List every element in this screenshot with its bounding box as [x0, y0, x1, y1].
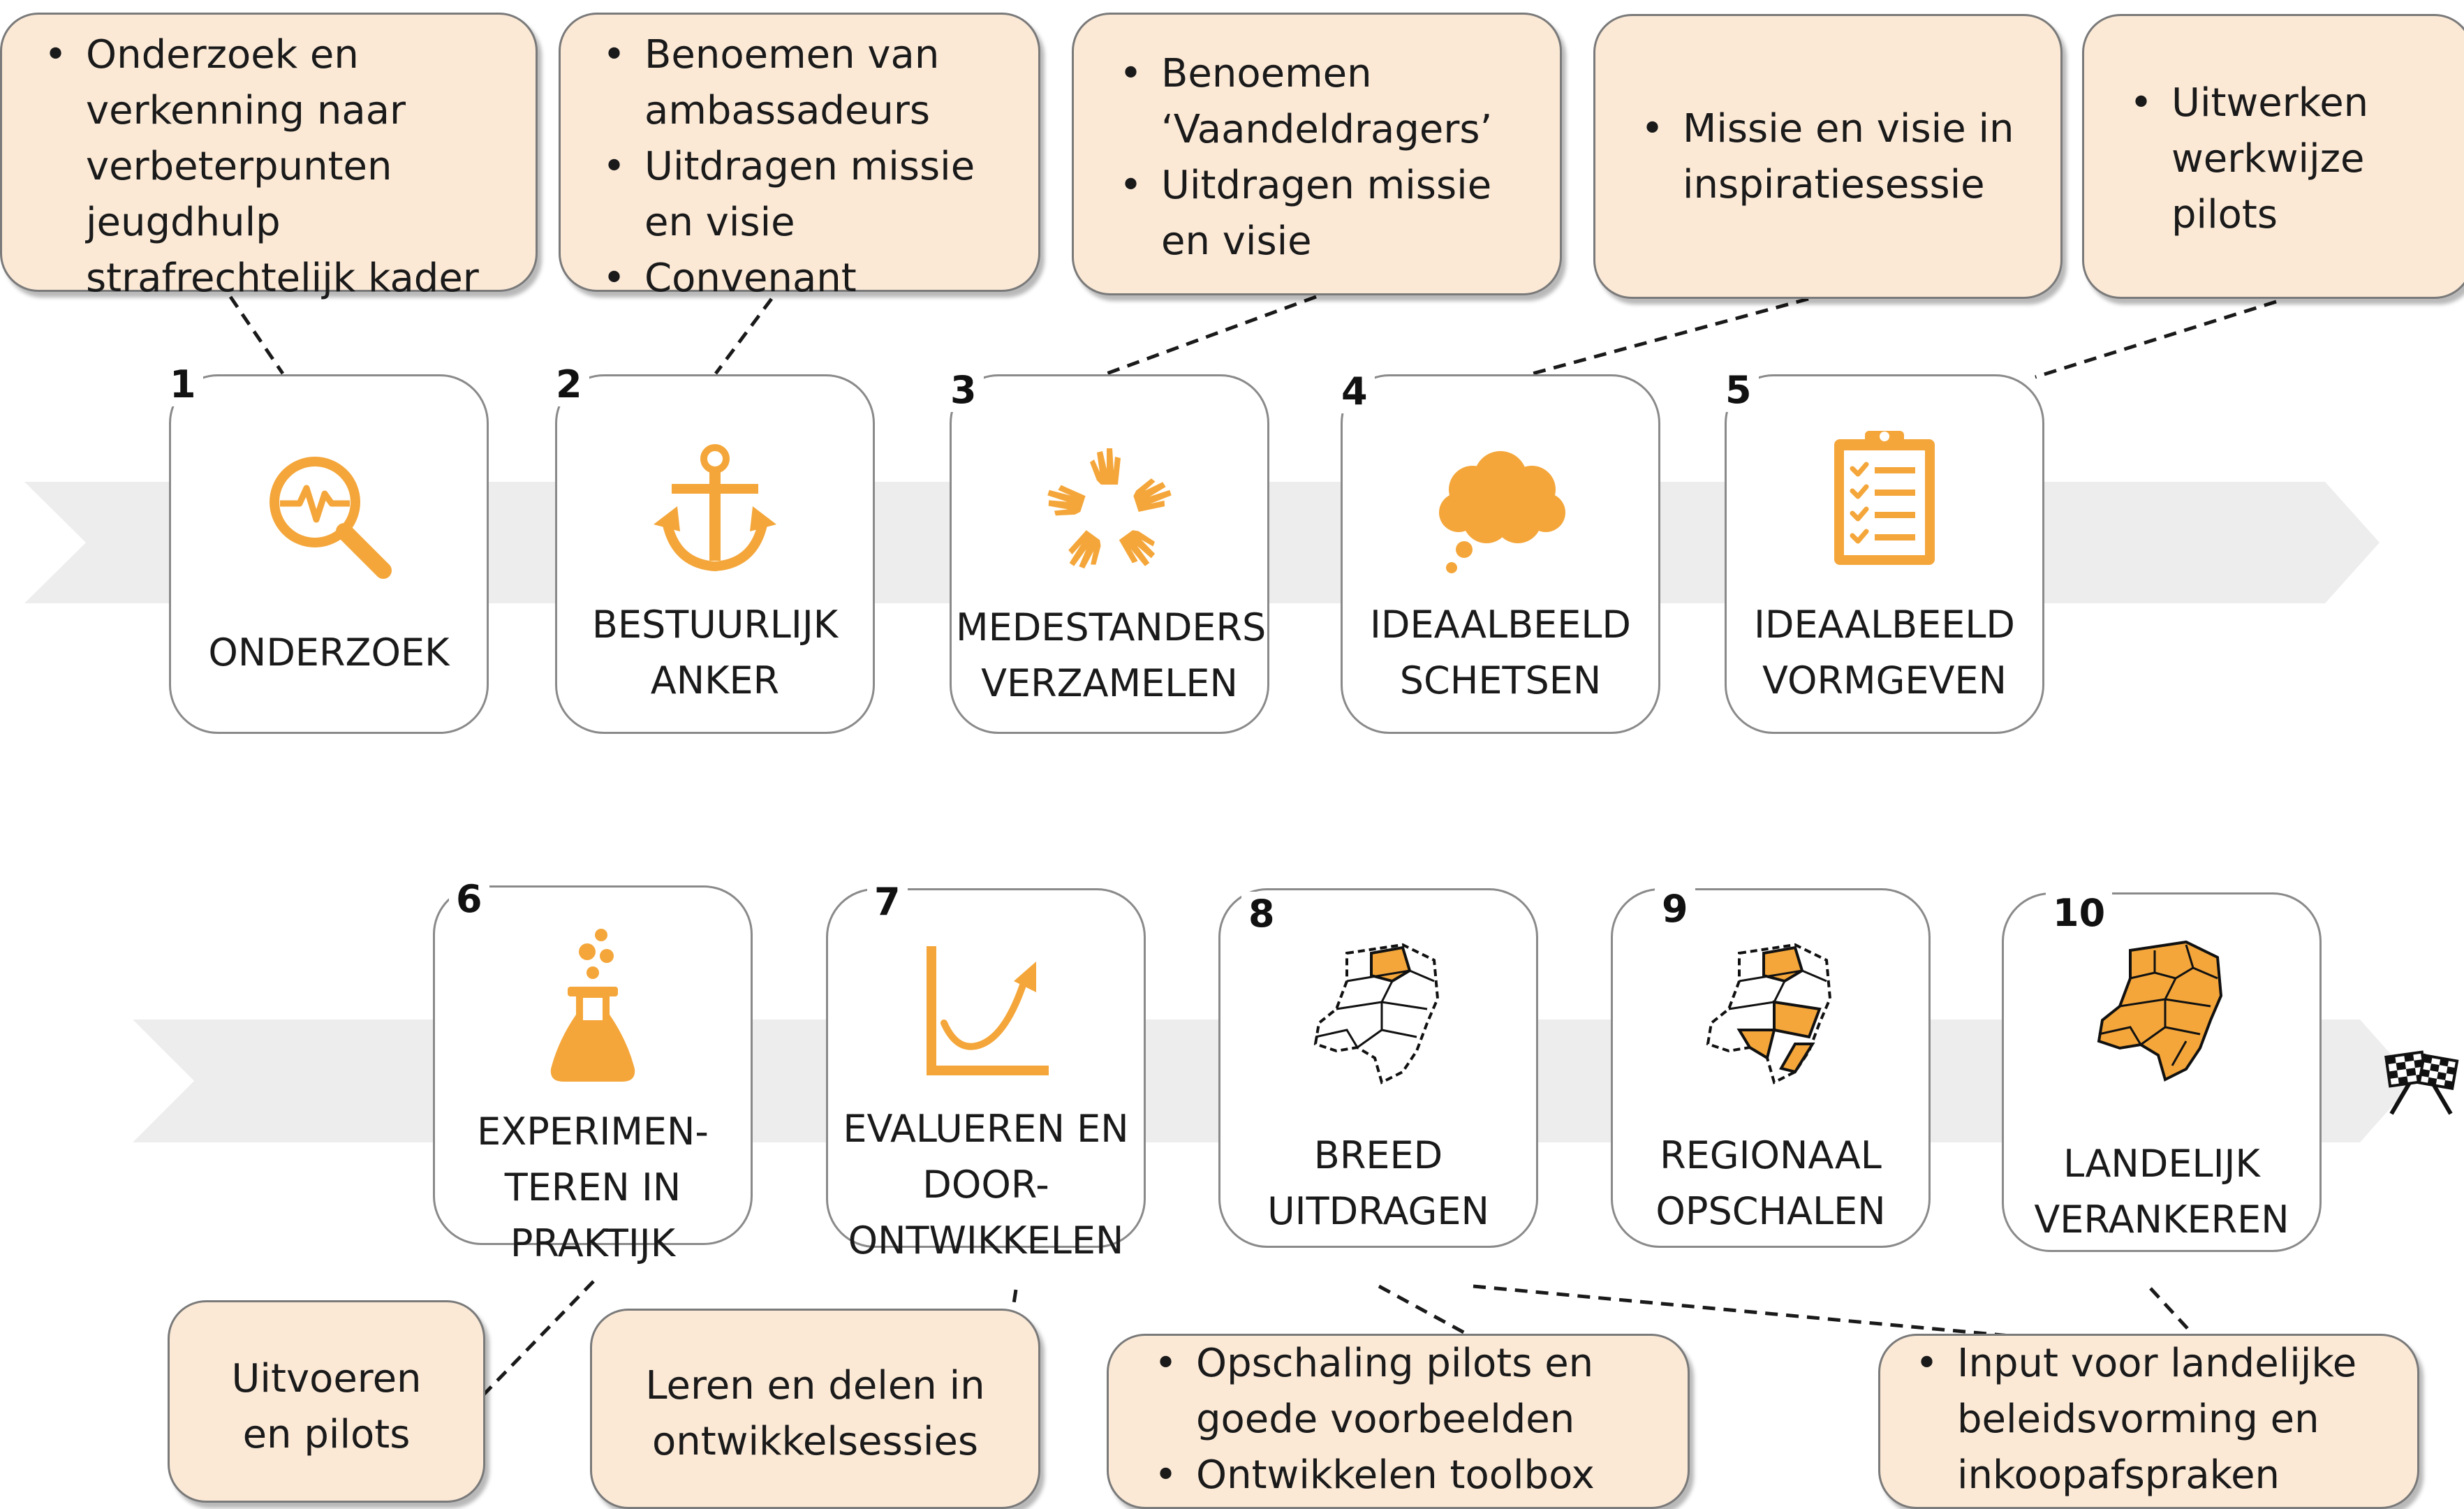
note-leren-delen: Leren en delen in ontwikkelsessies [590, 1309, 1040, 1509]
note-bullet: Input voor landelijke beleidsvorming en … [1908, 1336, 2403, 1503]
note-bullet: Uitdragen missie en visie [1112, 158, 1546, 270]
step-label: EXPERIMEN- TEREN IN PRAKTIJK [477, 1110, 709, 1265]
step-number: 4 [1334, 369, 1375, 413]
step-number: 6 [449, 877, 489, 921]
connector-9 [1473, 1284, 2026, 1339]
step-label: EVALUEREN EN DOOR- ONTWIKKELEN [843, 1107, 1129, 1263]
step-number: 2 [549, 362, 589, 406]
step-ideaalbeeld-vormgeven: 5 IDEAALBEELD VORMGEVEN [1718, 368, 2044, 734]
step-label: REGIONAAL OPSCHALEN [1655, 1133, 1886, 1233]
note-bullet: Uitdragen missie en visie [596, 139, 1024, 251]
netherlands-map-few-icon [1220, 932, 1536, 1093]
connector-4 [1532, 297, 1809, 376]
checkered-flags-icon [2384, 1050, 2459, 1115]
step-bestuurlijk-anker: 2 BESTUURLIJK ANKER [549, 362, 875, 734]
step-onderzoek: 1 ONDERZOEK [163, 362, 489, 734]
note-bullet: Opschaling pilots en goede voorbeelden [1147, 1336, 1674, 1448]
note-bullet: Benoemen van ambassadeurs [596, 27, 1024, 139]
note-uitvoeren: Uitvoeren en pilots [168, 1300, 485, 1503]
step-number: 9 [1655, 887, 1695, 931]
note-bullet: Onderzoek en verkenning naar verbeterpun… [37, 27, 515, 307]
clipboard-checklist-icon [1727, 424, 2042, 571]
note-input-landelijk: Input voor landelijke beleidsvorming en … [1878, 1334, 2419, 1509]
note-opschaling: Opschaling pilots en goede voorbeelden O… [1107, 1334, 1690, 1509]
step-number: 1 [163, 362, 203, 406]
netherlands-map-full-icon [2004, 929, 2319, 1090]
magnifier-pulse-icon [171, 446, 487, 586]
flask-icon [435, 922, 751, 1090]
connector-6 [480, 1280, 595, 1398]
note-bestuurlijk-anker: Benoemen van ambassadeurs Uitdragen miss… [559, 13, 1040, 307]
connector-8 [1378, 1284, 1468, 1336]
note-ideaalbeeld-schetsen: Missie en visie in inspiratiesessie [1593, 14, 2063, 299]
step-ideaalbeeld-schetsen: 4 IDEAALBEELD SCHETSEN [1334, 369, 1660, 734]
step-label: BESTUURLIJK ANKER [591, 603, 839, 702]
step-number: 5 [1718, 368, 1759, 412]
step-label: IDEAALBEELD SCHETSEN [1369, 603, 1632, 702]
step-breed-uitdragen: 8 BREED UITDRAGEN [1218, 888, 1538, 1248]
step-label: BREED UITDRAGEN [1267, 1133, 1489, 1233]
connector-lines [228, 295, 2277, 1398]
step-number: 10 [2046, 891, 2113, 935]
step-experimenteren: 6 EXPERIMEN- TEREN IN PRAKTIJK [433, 877, 753, 1265]
netherlands-map-some-icon [1613, 932, 1928, 1093]
thought-cloud-icon [1343, 439, 1658, 579]
step-label: LANDELIJK VERANKEREN [2034, 1142, 2289, 1242]
note-bullet: Convenant [596, 251, 1024, 307]
step-label: MEDESTANDERS VERZAMELEN [956, 605, 1267, 705]
step-number: 7 [867, 880, 908, 924]
note-bullet: Ontwikkelen toolbox [1147, 1448, 1674, 1503]
note-ideaalbeeld-vormgeven: Uitwerken werkwijze pilots [2082, 14, 2464, 299]
connector-2 [714, 297, 774, 375]
anchor-icon [557, 439, 873, 579]
connector-5 [2035, 300, 2277, 379]
step-number: 3 [943, 368, 984, 412]
step-number: 8 [1241, 892, 1282, 936]
step-evalueren: 7 EVALUEREN EN DOOR- ONTWIKKELEN [826, 880, 1146, 1263]
connector-1 [228, 295, 285, 375]
step-label: ONDERZOEK [208, 631, 450, 675]
note-bullet: Benoemen ‘Vaandeldragers’ [1112, 46, 1546, 158]
growth-chart-icon [828, 939, 1144, 1079]
connector-3 [1106, 295, 1317, 376]
note-bullet: Missie en visie in inspiratiesessie [1634, 101, 2046, 213]
note-onderzoek: Onderzoek en verkenning naar verbeterpun… [0, 13, 538, 301]
step-label: IDEAALBEELD VORMGEVEN [1753, 603, 2016, 702]
note-medestanders: Benoemen ‘Vaandeldragers’ Uitdragen miss… [1072, 13, 1562, 295]
hands-circle-icon [952, 436, 1267, 589]
step-landelijk-verankeren: 10 LANDELIJK VERANKEREN [2002, 891, 2322, 1252]
step-regionaal-opschalen: 9 REGIONAAL OPSCHALEN [1611, 887, 1931, 1248]
connector-10 [2149, 1287, 2194, 1335]
connector-7 [1010, 1289, 1018, 1313]
note-bullet: Uitwerken werkwijze pilots [2123, 75, 2457, 243]
step-medestanders: 3 MEDESTANDERS VERZAMELEN [943, 368, 1269, 734]
